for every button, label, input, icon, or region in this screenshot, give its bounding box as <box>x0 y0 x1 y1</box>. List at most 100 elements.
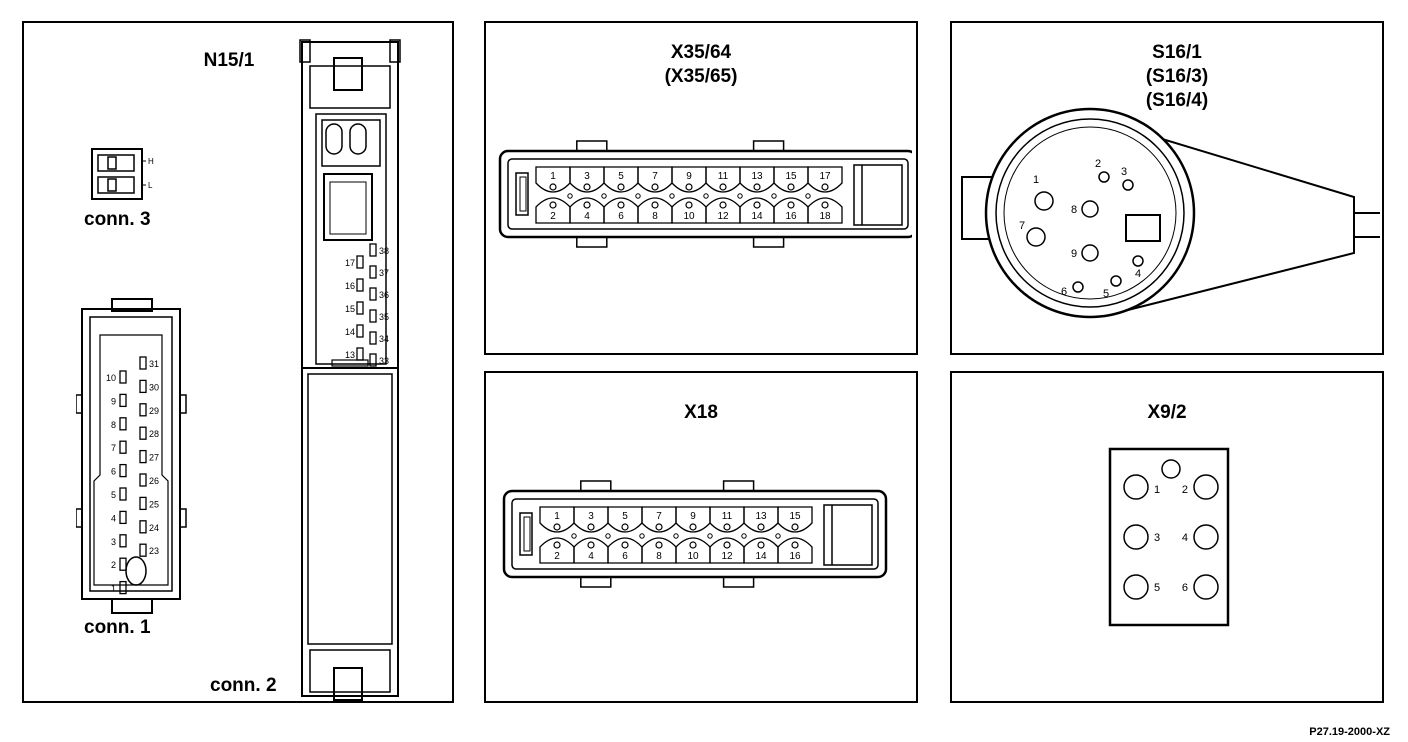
conn3-label: conn. 3 <box>84 209 151 230</box>
conn2-pin-15 <box>356 301 364 315</box>
x92-pin-3 <box>1123 524 1149 550</box>
conn1-pin-label: 3 <box>111 537 116 547</box>
conn2-pin-label: 36 <box>379 290 389 300</box>
x35-pin-label: 7 <box>652 171 658 182</box>
conn1-pin-27 <box>139 449 147 464</box>
x18-pin-label: 12 <box>721 551 733 562</box>
conn1-pin-label: 9 <box>111 396 116 406</box>
x18-pin-9 <box>689 523 697 531</box>
conn1-pin-label: 4 <box>111 513 116 523</box>
x35-pin-label: 15 <box>785 171 797 182</box>
x35-title-line1: X35/64 <box>670 42 732 63</box>
x35-pin-12 <box>719 201 727 209</box>
x18-pin-label: 1 <box>554 511 560 522</box>
s16-title-line1: S16/1 <box>1152 42 1202 63</box>
conn2-pin-37 <box>369 265 377 279</box>
conn1-pin-label: 29 <box>149 406 159 416</box>
x35-pin-17 <box>821 183 829 191</box>
conn2-pin-14 <box>356 324 364 338</box>
x35-pin-label: 9 <box>686 171 692 182</box>
conn1-pin-10 <box>119 370 127 384</box>
x18-pin-label: 16 <box>789 551 801 562</box>
conn2-pin-34 <box>369 331 377 345</box>
s16-pin-label: 8 <box>1071 204 1077 216</box>
s16-pin-8 <box>1081 200 1099 218</box>
conn1-pin-2 <box>119 557 127 571</box>
x18-pin-14 <box>757 541 765 549</box>
conn2-pin-label: 38 <box>379 246 389 256</box>
conn2-pin-17 <box>356 255 364 269</box>
x18-pin-2 <box>553 541 561 549</box>
x18-pin-label: 3 <box>588 511 594 522</box>
conn1-pin-label: 8 <box>111 420 116 430</box>
s16-pin-3 <box>1122 179 1134 191</box>
conn1-pin-4 <box>119 510 127 525</box>
x35-pin-label: 6 <box>618 211 624 222</box>
conn3-label-h: H <box>148 157 154 166</box>
conn2-pin-label: 16 <box>345 281 355 291</box>
x18-pin-label: 2 <box>554 551 560 562</box>
x35-pin-label: 11 <box>718 171 729 182</box>
x18-title: X18 <box>684 402 718 423</box>
x18-pin-label: 9 <box>690 511 696 522</box>
conn1-pin-label: 28 <box>149 429 159 439</box>
conn1-pin-23 <box>139 543 147 557</box>
conn1-pin-label: 1 <box>111 584 116 594</box>
conn1-pin-label: 10 <box>106 373 116 383</box>
conn1-pin-label: 26 <box>149 476 159 486</box>
figure-code: P27.19-2000-XZ <box>1309 726 1390 738</box>
x35-pin-label: 16 <box>785 211 797 222</box>
x18-pin-label: 10 <box>687 551 699 562</box>
x35-pin-label: 3 <box>584 171 590 182</box>
x92-pin-6 <box>1193 574 1219 600</box>
x18-pin-6 <box>621 541 629 549</box>
x35-pin-label: 13 <box>751 171 763 182</box>
x35-pin-label: 10 <box>683 211 695 222</box>
s16-pin-label: 2 <box>1095 158 1101 170</box>
s16-pin-label: 7 <box>1019 220 1025 232</box>
x35-pin-3 <box>583 183 591 191</box>
x18-pin-4 <box>587 541 595 549</box>
conn1-pin-8 <box>119 417 127 431</box>
conn2-pin-label: 35 <box>379 312 389 322</box>
conn1-pin-6 <box>119 463 127 478</box>
x18-pin-label: 5 <box>622 511 628 522</box>
conn1-pin-label: 7 <box>111 443 116 453</box>
conn2-label: conn. 2 <box>210 675 277 696</box>
conn1-pin-29 <box>139 403 147 417</box>
conn2-pin-36 <box>369 287 377 301</box>
x18-pin-8 <box>655 541 663 549</box>
conn1-pin-30 <box>139 379 147 394</box>
conn2-pin-38 <box>369 243 377 257</box>
x35-pin-label: 12 <box>717 211 729 222</box>
x35-title-line2: (X35/65) <box>664 66 738 87</box>
x18-pin-label: 4 <box>588 551 594 562</box>
s16-pin-4 <box>1132 255 1144 267</box>
x35-pin-18 <box>821 201 829 209</box>
x35-pin-2 <box>549 201 557 209</box>
conn1-pin-24 <box>139 520 147 534</box>
x18-pin-11 <box>723 523 731 531</box>
x92-pin-label: 4 <box>1182 532 1188 544</box>
conn1-pin-7 <box>119 440 127 454</box>
conn3-switch-drawing: H L <box>91 148 154 200</box>
conn1-pin-5 <box>119 487 127 501</box>
x18-pin-label: 6 <box>622 551 628 562</box>
conn3-label-l: L <box>148 181 153 190</box>
x92-pin-label: 2 <box>1182 484 1188 496</box>
x18-pin-13 <box>757 523 765 531</box>
x35-pin-13 <box>753 183 761 191</box>
x18-pin-1 <box>553 523 561 531</box>
x35-pin-label: 14 <box>751 211 763 222</box>
x92-pin-label: 5 <box>1154 582 1160 594</box>
x92-pin-label: 1 <box>1154 484 1160 496</box>
conn2-pin-16 <box>356 278 364 292</box>
x92-pin-4 <box>1193 524 1219 550</box>
x35-pin-label: 1 <box>550 171 556 182</box>
